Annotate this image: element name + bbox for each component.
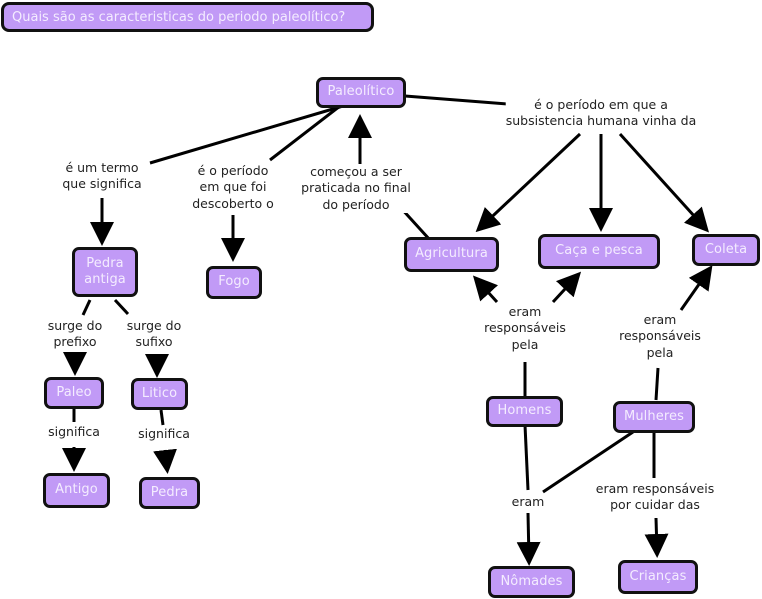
link-label-significa-1: significa: [48, 424, 100, 441]
link-line: [153, 448, 177, 474]
node-homens[interactable]: Homens: [486, 396, 563, 427]
node-caca-pesca[interactable]: Caça e pesca: [538, 234, 660, 269]
link-label-final: começou a ser praticada no final do perí…: [301, 164, 411, 213]
link-line: [269, 104, 341, 162]
node-mulheres[interactable]: Mulheres: [613, 401, 695, 433]
link-label-termo: é um termo que significa: [62, 160, 142, 193]
link-line: [472, 275, 499, 304]
link-label-subsistencia: é o período em que a subsistencia humana…: [505, 97, 697, 130]
link-line: [523, 424, 530, 491]
link-line: [404, 94, 521, 107]
link-label-prefixo: surge do prefixo: [47, 318, 103, 351]
node-paleolitico[interactable]: Paleolítico: [316, 77, 406, 108]
link-label-eram: eram: [511, 494, 545, 511]
link-label-significa-2: significa: [138, 426, 190, 443]
node-paleo[interactable]: Paleo: [44, 377, 104, 409]
node-criancas[interactable]: Crianças: [618, 560, 698, 594]
node-pedra[interactable]: Pedra: [139, 477, 200, 509]
node-fogo[interactable]: Fogo: [206, 266, 262, 299]
link-line: [516, 512, 541, 566]
link-line: [475, 132, 582, 233]
link-line: [644, 517, 669, 558]
link-label-resp-homens: eram responsáveis pela: [484, 304, 566, 353]
node-antigo[interactable]: Antigo: [43, 473, 110, 508]
link-line: [618, 132, 710, 233]
node-agricultura[interactable]: Agricultura: [404, 237, 499, 272]
node-pedra-antiga[interactable]: Pedra antiga: [72, 247, 138, 297]
link-label-sufixo: surge do sufixo: [126, 318, 182, 351]
link-line: [159, 409, 165, 426]
question-title: Quais são as caracteristicas do periodo …: [1, 2, 374, 32]
node-litico[interactable]: Litico: [131, 378, 188, 410]
link-line: [113, 298, 130, 316]
link-line: [542, 430, 634, 494]
link-line: [149, 104, 344, 165]
link-label-cuidar: eram responsáveis por cuidar das: [595, 481, 715, 514]
link-line: [654, 367, 660, 401]
link-line: [679, 265, 713, 311]
node-coleta[interactable]: Coleta: [692, 234, 760, 266]
link-label-fogo: é o período em que foi descoberto o: [192, 163, 274, 212]
link-line: [551, 271, 582, 304]
node-nomades[interactable]: Nômades: [488, 566, 575, 598]
link-label-resp-mulheres: eram responsáveis pela: [619, 312, 701, 361]
link-line: [81, 299, 92, 316]
